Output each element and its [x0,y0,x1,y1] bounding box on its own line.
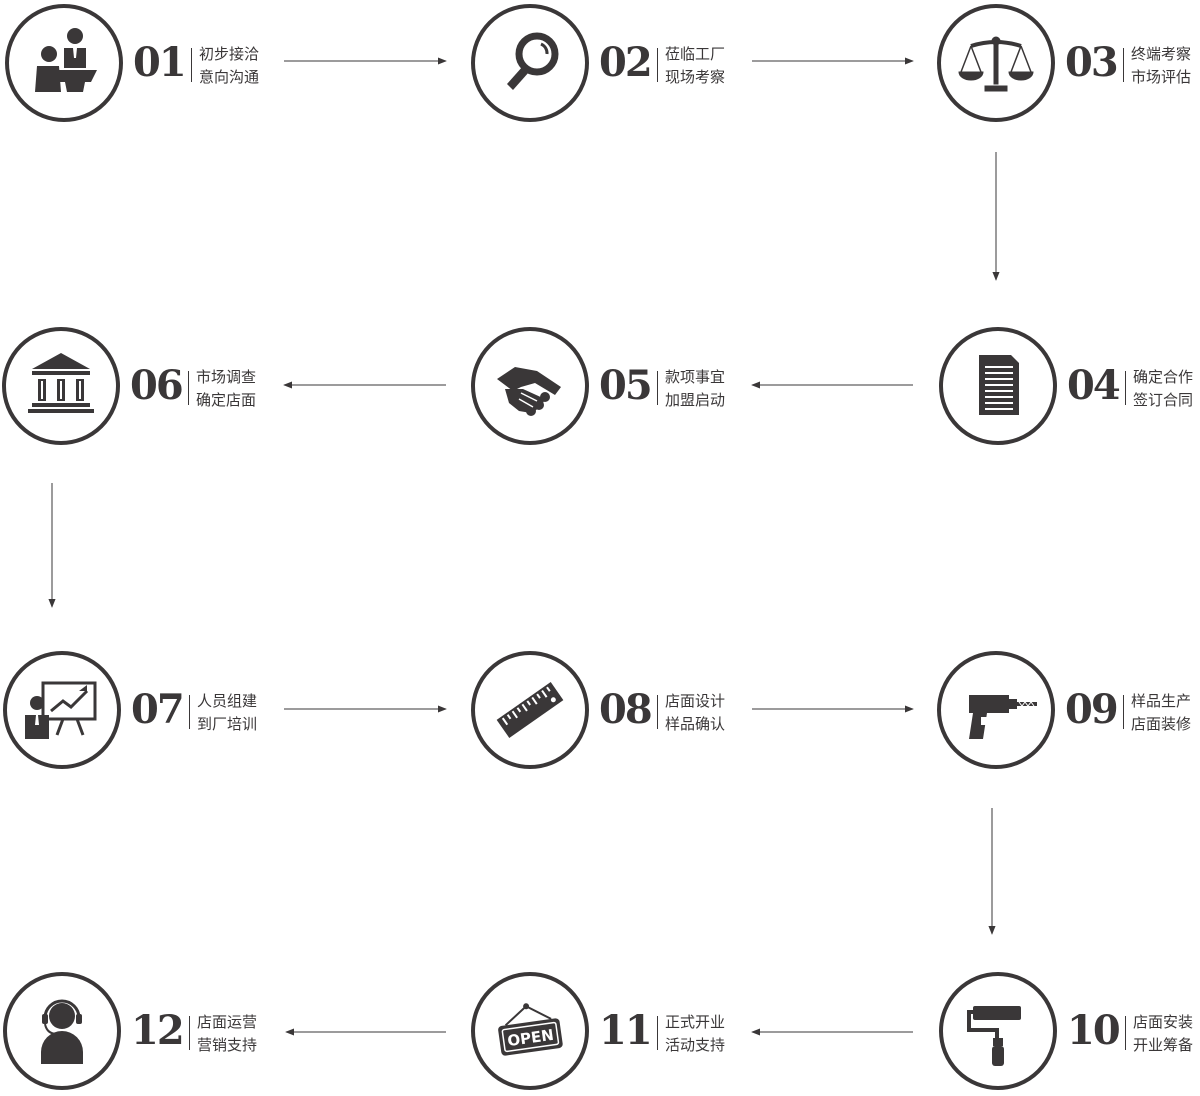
step-label: 正式开业 活动支持 [665,1011,725,1057]
step-icon-circle [939,327,1057,445]
step-label-line2: 样品确认 [665,715,726,733]
step-icon-circle [939,972,1057,1090]
step-label-line2: 店面装修 [1131,715,1192,733]
ruler-icon [496,682,564,738]
separator-line [1123,48,1124,82]
separator-line [189,1016,190,1050]
step-number: 02 [599,39,653,86]
balance-scale-icon [958,36,1034,92]
open-sign-icon: OPEN [498,1003,563,1056]
step-label-line2: 加盟启动 [665,391,726,409]
step-label-line1: 款项事宜 [665,368,726,386]
step-label-line2: 市场评估 [1131,68,1192,86]
step-number: 08 [599,686,653,733]
step-04: 04 确定合作 签订合同 [939,327,1200,451]
step-12: 12 店面运营 营销支持 [3,972,333,1096]
step-icon-circle [937,651,1055,769]
step-icon-circle [2,327,120,445]
document-icon [979,355,1019,415]
step-label-line2: 意向沟通 [199,68,260,86]
step-label: 确定合作 签订合同 [1133,366,1193,412]
step-label-line1: 正式开业 [665,1013,726,1031]
step-number: 04 [1067,362,1121,409]
separator-line [191,48,192,82]
step-label: 市场调查 确定店面 [196,366,256,412]
step-label-line1: 终端考察 [1131,45,1192,63]
bank-building-icon [28,353,94,413]
step-03: 03 终端考察 市场评估 [937,4,1200,128]
customer-service-icon [41,999,83,1064]
magnifier-icon [507,32,559,90]
step-label-line2: 签订合同 [1133,391,1194,409]
step-label: 莅临工厂 现场考察 [665,43,725,89]
paint-roller-icon [967,1006,1021,1066]
step-number: 10 [1067,1007,1121,1054]
separator-line [1125,1016,1126,1050]
step-number: 01 [133,39,187,86]
separator-line [657,695,658,729]
separator-line [657,371,658,405]
step-number: 12 [131,1007,185,1054]
separator-line [189,695,190,729]
step-icon-circle [471,651,589,769]
step-number: 03 [1065,39,1119,86]
step-number: 09 [1065,686,1119,733]
step-05: 05 款项事宜 加盟启动 [471,327,801,451]
step-label: 店面安装 开业筹备 [1133,1011,1193,1057]
drill-icon [969,695,1037,739]
step-label: 店面设计 样品确认 [665,690,725,736]
step-label-line1: 确定合作 [1133,368,1194,386]
step-label: 款项事宜 加盟启动 [665,366,725,412]
step-label-line1: 莅临工厂 [665,45,726,63]
step-label-line2: 营销支持 [197,1036,258,1054]
step-label-line1: 店面设计 [665,692,726,710]
step-07: 07 人员组建 到厂培训 [3,651,333,775]
step-icon-circle [5,4,123,122]
step-02: 02 莅临工厂 现场考察 [471,4,801,128]
separator-line [657,1016,658,1050]
step-label: 初步接洽 意向沟通 [199,43,259,89]
step-icon-circle [3,972,121,1090]
step-number: 06 [130,362,184,409]
step-number: 11 [599,1007,653,1054]
step-label-line1: 样品生产 [1131,692,1192,710]
step-01: 01 初步接洽 意向沟通 [5,4,335,128]
step-label-line2: 活动支持 [665,1036,726,1054]
business-meeting-icon [35,28,97,92]
step-11: OPEN 11 正式开业 活动支持 [471,972,801,1096]
step-label: 店面运营 营销支持 [197,1011,257,1057]
step-icon-circle: OPEN [471,972,589,1090]
step-icon-circle [3,651,121,769]
step-number: 05 [599,362,653,409]
step-label: 终端考察 市场评估 [1131,43,1191,89]
step-label-line2: 确定店面 [196,391,257,409]
step-06: 06 市场调查 确定店面 [2,327,332,451]
step-label: 样品生产 店面装修 [1131,690,1191,736]
step-09: 09 样品生产 店面装修 [937,651,1200,775]
step-label: 人员组建 到厂培训 [197,690,257,736]
step-label-line2: 到厂培训 [197,715,258,733]
step-icon-circle [471,327,589,445]
step-label-line1: 店面安装 [1133,1013,1194,1031]
step-label-line1: 市场调查 [196,368,257,386]
step-label-line1: 初步接洽 [199,45,260,63]
step-label-line1: 店面运营 [197,1013,258,1031]
step-label-line2: 现场考察 [665,68,726,86]
separator-line [657,48,658,82]
step-08: 08 店面设计 样品确认 [471,651,801,775]
separator-line [1123,695,1124,729]
training-presentation-icon [25,681,97,739]
step-10: 10 店面安装 开业筹备 [939,972,1200,1096]
handshake-icon [497,367,561,416]
step-number: 07 [131,686,185,733]
step-icon-circle [937,4,1055,122]
separator-line [1125,371,1126,405]
step-label-line1: 人员组建 [197,692,258,710]
step-icon-circle [471,4,589,122]
separator-line [188,371,189,405]
step-label-line2: 开业筹备 [1133,1036,1194,1054]
